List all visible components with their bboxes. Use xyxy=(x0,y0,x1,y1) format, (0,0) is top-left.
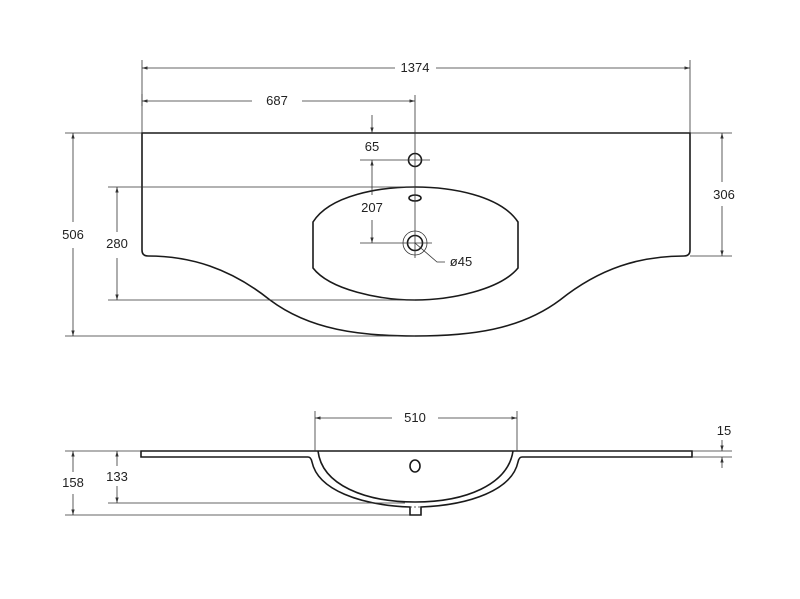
basin-outline xyxy=(312,186,519,301)
dim-drain-diameter: ø45 xyxy=(450,254,472,269)
side-view: 510 15 158 133 xyxy=(62,410,732,516)
dim-bowl-width: 510 xyxy=(404,410,426,425)
overflow-hole-side xyxy=(409,459,421,473)
dim-tap-to-drain: 207 xyxy=(361,200,383,215)
dim-overall-depth: 506 xyxy=(62,227,84,242)
dim-slab-thickness: 15 xyxy=(717,423,731,438)
top-view: 1374 687 65 207 ø45 506 280 306 xyxy=(62,60,735,337)
dim-total-height: 158 xyxy=(62,475,84,490)
bowl-inner xyxy=(317,450,514,503)
dim-tap-offset: 65 xyxy=(365,139,379,154)
dim-half-width: 687 xyxy=(266,93,288,108)
dim-overall-width: 1374 xyxy=(401,60,430,75)
slab-and-bowl-profile xyxy=(140,450,693,516)
countertop-outline xyxy=(141,132,691,337)
dim-bowl-depth: 280 xyxy=(106,236,128,251)
dim-side-depth: 306 xyxy=(713,187,735,202)
dim-bowl-height: 133 xyxy=(106,469,128,484)
